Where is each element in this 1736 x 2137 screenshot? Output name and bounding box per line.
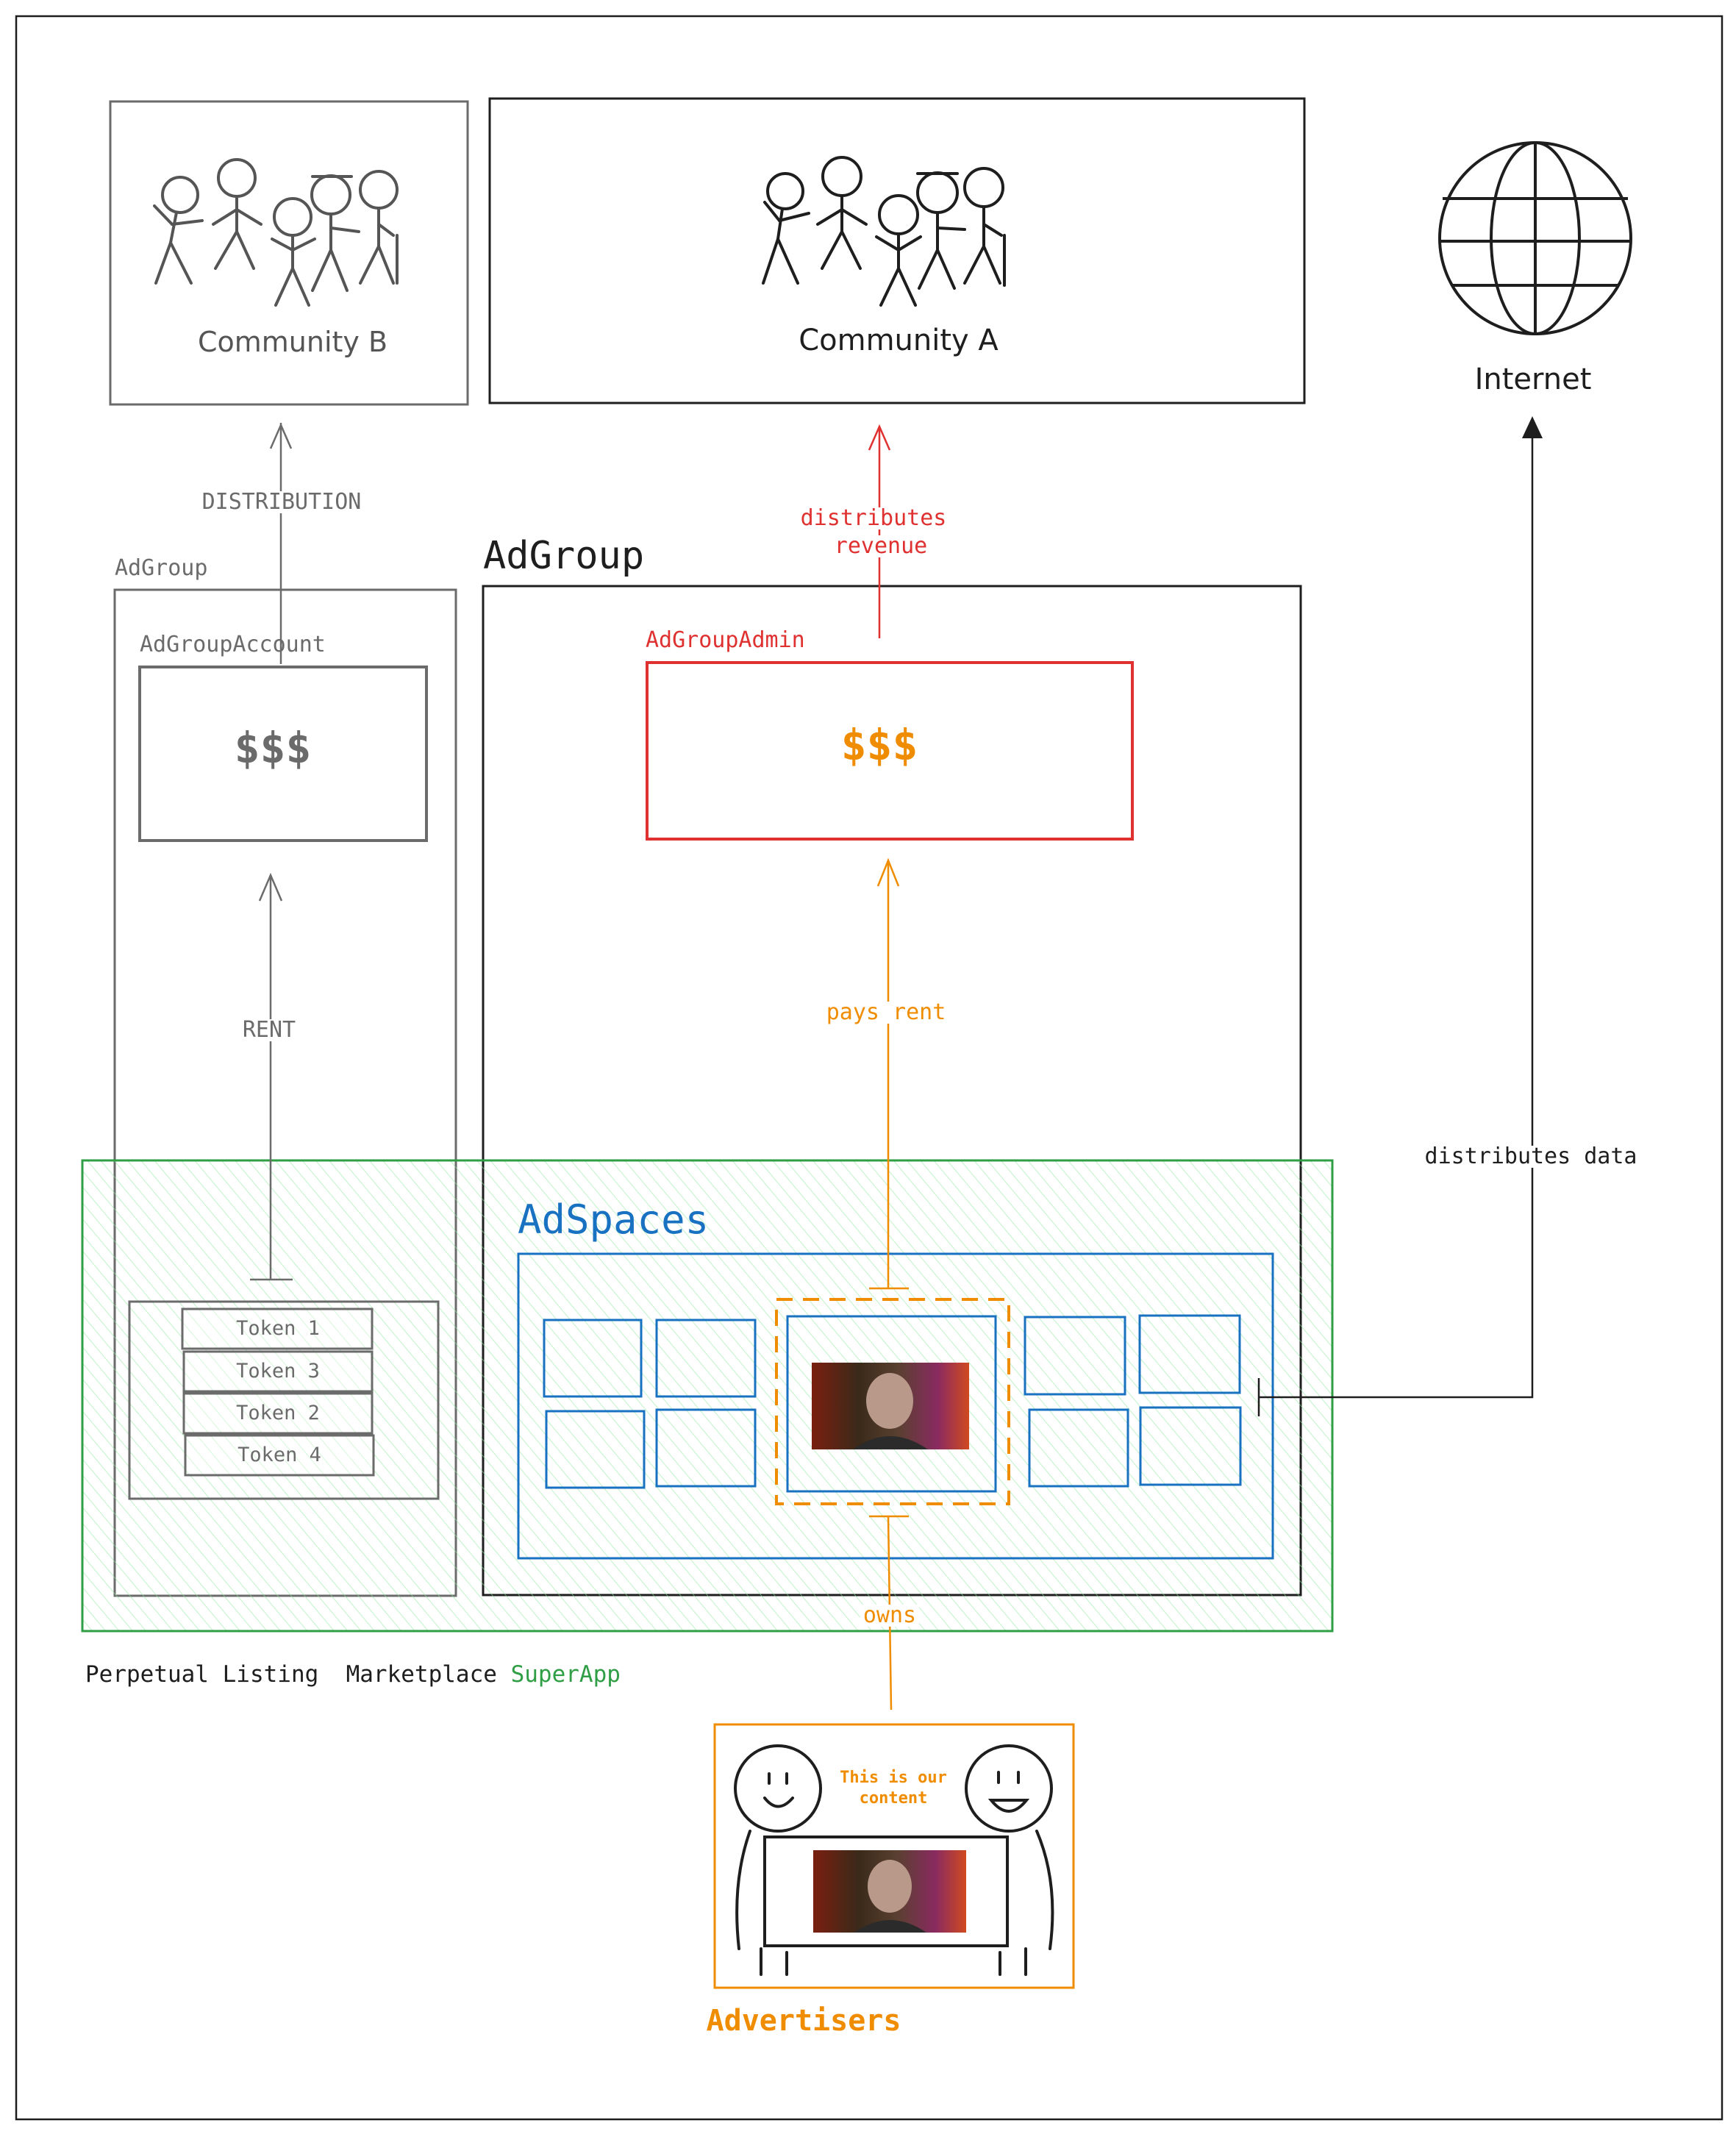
globe-icon (1438, 141, 1632, 335)
selected-adspace-highlight (775, 1298, 1010, 1505)
advertisers-caption: This is our content (840, 1769, 947, 1808)
distribution-arrow-head (269, 422, 293, 449)
adgroup-admin-label: AdGroupAdmin (646, 627, 805, 653)
superapp-caption-prefix: Perpetual Listing Marketplace (85, 1661, 497, 1688)
token-2-label: Token 2 (236, 1402, 320, 1424)
advertisers-label: Advertisers (706, 2004, 901, 2038)
data-arrow-line (1259, 419, 1534, 1399)
adgroup-account-label: AdGroupAccount (140, 632, 326, 657)
adgroup-account-value: $$$ (234, 723, 312, 773)
token-2-box (182, 1392, 374, 1435)
adgroup-account-box (138, 666, 428, 842)
adspaces-title: AdSpaces (518, 1196, 710, 1243)
community-b-label: Community B (197, 326, 388, 358)
token-1-box (181, 1307, 374, 1350)
owns-label: owns (860, 1605, 920, 1627)
outer-frame (15, 15, 1724, 2121)
superapp-caption-name: SuperApp (510, 1661, 621, 1688)
adgroup-admin-box (646, 661, 1134, 841)
pays-rent-arrow-head (876, 857, 900, 887)
adspace-slots (543, 1314, 1242, 1489)
rent-arrow-head (258, 872, 283, 902)
adgroup-main-title: AdGroup (483, 534, 645, 578)
rent-label: RENT (239, 1019, 299, 1041)
selected-adspace-box (786, 1315, 997, 1493)
community-a-label: Community A (799, 324, 999, 357)
distributes-data-label: distributes data (1421, 1146, 1640, 1168)
token-1-label: Token 1 (236, 1317, 320, 1340)
community-a-people (762, 156, 1006, 307)
token-4-label: Token 4 (237, 1444, 321, 1466)
adgroup-admin-value: $$$ (840, 720, 918, 770)
internet-label: Internet (1474, 363, 1592, 396)
community-b-people (153, 158, 399, 307)
advertisers-box (713, 1723, 1075, 1989)
adspace-photo (812, 1363, 969, 1449)
advertisers-photo (813, 1850, 966, 1933)
community-b-box (109, 100, 469, 406)
adspaces-box (517, 1252, 1274, 1560)
token-3-label: Token 3 (236, 1360, 320, 1383)
token-3-box (182, 1350, 374, 1393)
token-4-box (184, 1434, 375, 1477)
distribution-label: DISTRIBUTION (199, 491, 365, 513)
token-list-box (128, 1300, 440, 1500)
community-a-box (488, 97, 1306, 404)
distributes-revenue-label-2: revenue (831, 535, 931, 557)
advertisers-people (734, 1744, 1054, 1976)
data-arrow-head (1522, 416, 1543, 438)
adgroup-left-title: AdGroup (115, 555, 208, 581)
pays-rent-label: pays rent (823, 1002, 949, 1024)
superapp-caption: Perpetual Listing Marketplace SuperApp (85, 1663, 621, 1686)
distributes-revenue-label-1: distributes (797, 507, 950, 529)
revenue-arrow-head (868, 424, 891, 451)
